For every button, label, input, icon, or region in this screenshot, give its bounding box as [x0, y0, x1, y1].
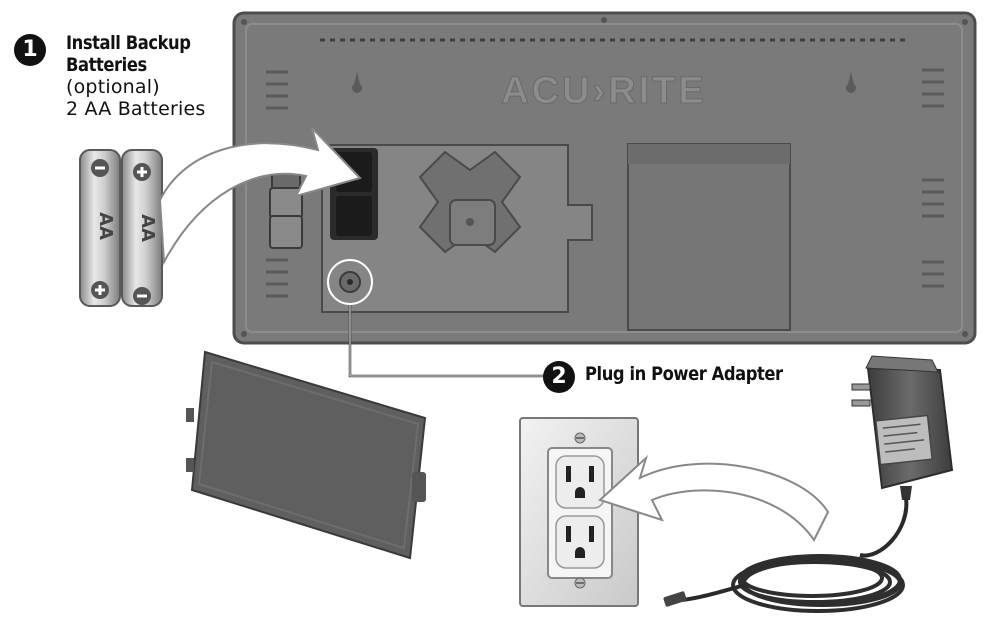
step-1-note: (optional)	[66, 75, 160, 98]
power-jack	[327, 259, 373, 305]
keyhole-left-icon	[352, 72, 362, 93]
console-back: ACU›RITE	[232, 11, 977, 345]
step-1-title-line1: Install Backup	[66, 32, 191, 54]
plug-in-arrow	[598, 454, 830, 542]
step-1-label: Install Backup Batteries (optional) 2 AA…	[66, 32, 266, 120]
side-vents-right	[922, 68, 944, 288]
step-2-title: Plug in Power Adapter	[585, 363, 783, 385]
battery-insert-arrow	[158, 127, 362, 266]
step-1-number-badge: 1	[14, 34, 46, 66]
brand-logo: ACU›RITE	[501, 70, 707, 112]
power-adapter	[663, 355, 954, 613]
step-2-number-badge: 2	[543, 361, 575, 393]
wall-outlet	[519, 417, 639, 607]
stand-clip	[418, 150, 522, 254]
aa-battery-right: AA	[121, 149, 163, 307]
battery-label-right: AA	[137, 214, 158, 242]
side-vents-left	[266, 70, 288, 298]
aa-battery-left: AA	[79, 149, 121, 307]
battery-label-left: AA	[95, 212, 116, 240]
battery-cover	[186, 350, 427, 560]
back-panel	[627, 143, 791, 331]
step-1-number: 1	[22, 37, 38, 62]
step-1-title-line2: Batteries	[66, 53, 147, 76]
step-2-label: Plug in Power Adapter	[585, 363, 865, 386]
step-2-number: 2	[551, 364, 567, 389]
keyhole-right-icon	[846, 72, 856, 93]
step-1-detail: 2 AA Batteries	[66, 97, 206, 120]
